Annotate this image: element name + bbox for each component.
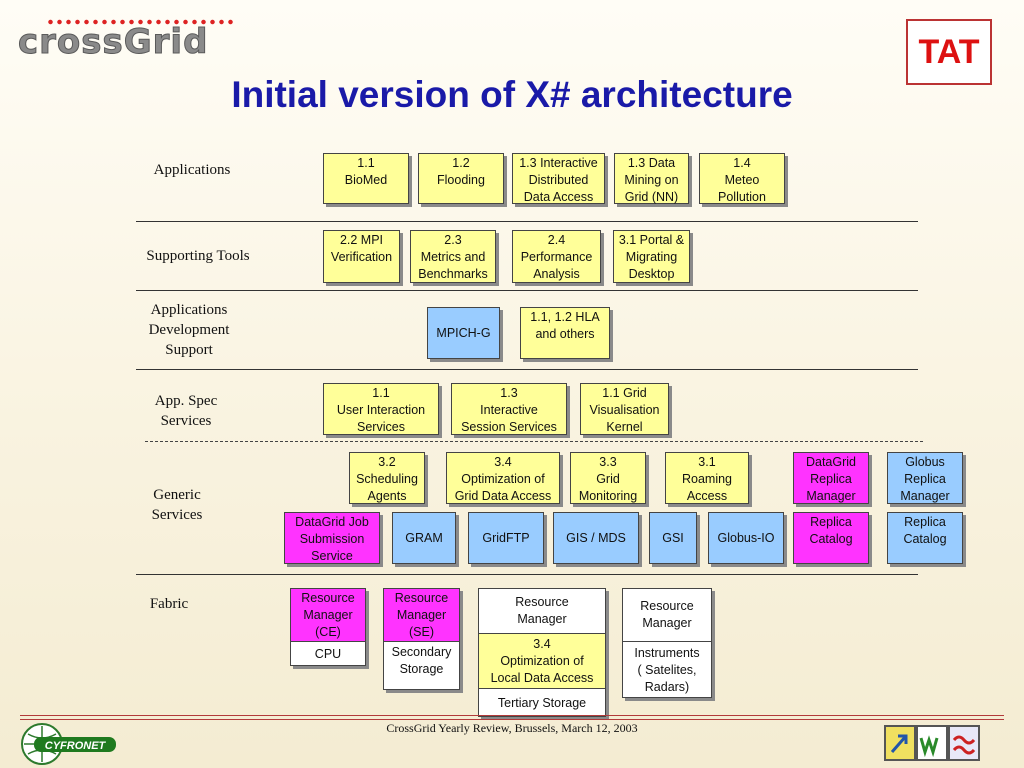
layer-label-app-spec-services: App. Spec Services xyxy=(154,393,218,429)
project-icons xyxy=(884,725,980,761)
generic-box-datagrid-replica-catalog: Replica Catalog xyxy=(793,512,869,564)
app-box-biomed: 1.1 BioMed xyxy=(323,153,409,204)
generic-box-globus-io: Globus-IO xyxy=(708,512,784,564)
page-title: Initial version of X# architecture xyxy=(231,74,793,115)
generic-box-globus-replica-catalog: Replica Catalog xyxy=(887,512,963,564)
resource-manager-instruments: Resource Manager xyxy=(640,599,694,630)
fabric-stack-instruments: Resource Manager Instruments ( Satelites… xyxy=(622,588,712,698)
generic-box-grid-data-access: 3.4 Optimization of Grid Data Access xyxy=(446,452,560,504)
wave-icon xyxy=(916,725,948,761)
cyfronet-logo: CYFRONET xyxy=(21,723,116,765)
fabric-stack-tertiary: Resource Manager 3.4 Optimization of Loc… xyxy=(478,588,606,717)
generic-box-gram: GRAM xyxy=(392,512,456,564)
app-box-meteo-pollution: 1.4 Meteo Pollution xyxy=(699,153,785,204)
dashed-separator-line xyxy=(145,441,923,442)
tool-box-mpi-verification: 2.2 MPI Verification xyxy=(323,230,400,283)
tat-badge: TAT xyxy=(906,19,992,85)
secondary-storage-resource: Secondary Storage xyxy=(384,641,459,690)
separator-line xyxy=(136,290,918,291)
generic-box-roaming-access: 3.1 Roaming Access xyxy=(665,452,749,504)
service-box-user-interaction: 1.1 User Interaction Services xyxy=(323,383,439,435)
layer-label-generic-services: Generic Services xyxy=(151,487,203,523)
layer-label-fabric: Fabric xyxy=(149,596,189,612)
generic-box-scheduling-agents: 3.2 Scheduling Agents xyxy=(349,452,425,504)
layer-label-app-dev-support: Applications Development Support xyxy=(148,302,230,358)
app-box-data-mining: 1.3 Data Mining on Grid (NN) xyxy=(614,153,689,204)
logo-text: crossGrid xyxy=(17,22,209,63)
separator-line xyxy=(136,221,918,222)
generic-box-datagrid-replica-manager: DataGrid Replica Manager xyxy=(793,452,869,504)
generic-box-gsi: GSI xyxy=(649,512,697,564)
separator-line xyxy=(136,574,918,575)
layer-label-applications: Applications xyxy=(153,162,231,178)
logo-dots xyxy=(46,18,236,26)
cyfronet-text: CYFRONET xyxy=(45,740,107,752)
layer-label-supporting-tools: Supporting Tools xyxy=(146,248,250,264)
cpu-resource: CPU xyxy=(291,641,365,666)
fabric-stack-se: Resource Manager (SE) Secondary Storage xyxy=(383,588,460,690)
generic-box-job-submission: DataGrid Job Submission Service xyxy=(284,512,380,564)
app-box-flooding: 1.2 Flooding xyxy=(418,153,504,204)
separator-line xyxy=(136,369,918,370)
footer-divider xyxy=(20,715,1004,716)
tertiary-storage-resource: Tertiary Storage xyxy=(479,688,605,717)
instruments-resource: Instruments ( Satelites, Radars) xyxy=(623,641,711,698)
mpich-g-box: MPICH-G xyxy=(427,307,500,359)
resource-manager-tertiary: Resource Manager xyxy=(515,595,569,626)
generic-box-gis-mds: GIS / MDS xyxy=(553,512,639,564)
generic-box-grid-monitoring: 3.3 Grid Monitoring xyxy=(570,452,646,504)
generic-box-gridftp: GridFTP xyxy=(468,512,544,564)
service-box-interactive-session: 1.3 Interactive Session Services xyxy=(451,383,567,435)
app-box-interactive-data-access: 1.3 Interactive Distributed Data Access xyxy=(512,153,605,204)
crossgrid-logo: crossGrid xyxy=(17,18,238,68)
footer-text: CrossGrid Yearly Review, Brussels, March… xyxy=(386,721,638,735)
tilde-icon xyxy=(948,725,980,761)
tool-box-performance-analysis: 2.4 Performance Analysis xyxy=(512,230,601,283)
footer-divider xyxy=(20,719,1004,720)
hla-box: 1.1, 1.2 HLA and others xyxy=(520,307,610,359)
generic-box-globus-replica-manager: Globus Replica Manager xyxy=(887,452,963,504)
tool-box-portal-desktop: 3.1 Portal & Migrating Desktop xyxy=(613,230,690,283)
fabric-stack-ce: Resource Manager (CE) CPU xyxy=(290,588,366,666)
service-box-grid-visualisation: 1.1 Grid Visualisation Kernel xyxy=(580,383,669,435)
resource-manager-se: Resource Manager (SE) xyxy=(384,589,459,641)
resource-manager-ce: Resource Manager (CE) xyxy=(291,589,365,641)
tool-box-metrics-benchmarks: 2.3 Metrics and Benchmarks xyxy=(410,230,496,283)
optimization-local-data-access: 3.4 Optimization of Local Data Access xyxy=(479,633,605,688)
